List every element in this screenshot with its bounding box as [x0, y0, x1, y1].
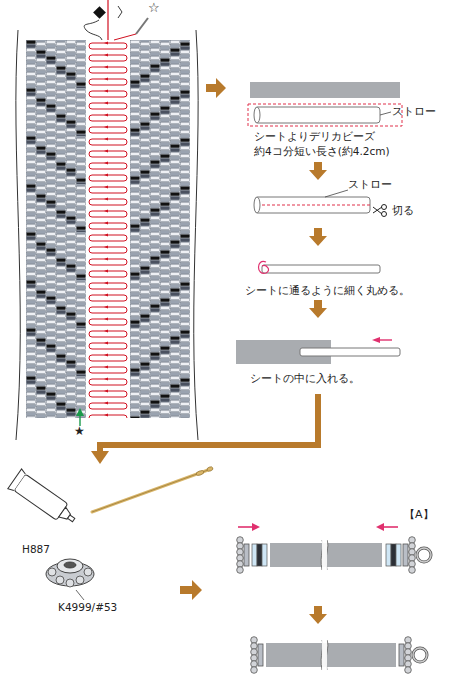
part-name: ストロー — [348, 178, 392, 192]
step-note: シートの中に入れる。 — [250, 372, 360, 386]
thread-end-mark: ☆ — [148, 1, 160, 15]
step-note: シートに通るように細く丸める。 — [245, 284, 410, 298]
start-mark: ★ — [74, 424, 85, 438]
part-number: H887 — [22, 542, 50, 556]
part-number: K4999/#53 — [58, 600, 117, 614]
callout-label: 【A】 — [404, 508, 434, 522]
step-note: 切る — [392, 204, 414, 218]
dimension-note: シートよりデリカビーズ 約4コ分短い長さ(約4.2cm) — [254, 129, 429, 159]
part-name: ストロー — [392, 105, 436, 119]
